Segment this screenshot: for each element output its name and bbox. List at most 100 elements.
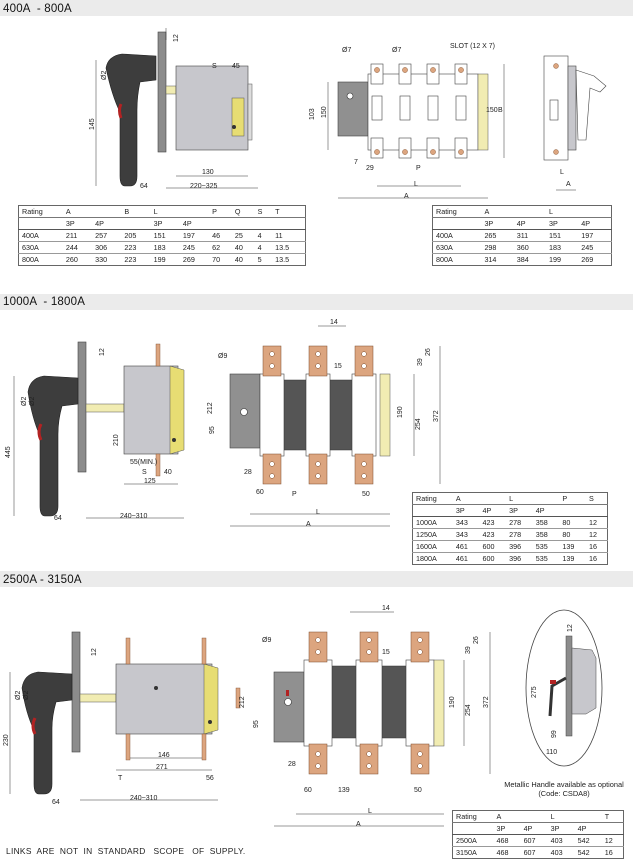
side-view-handle-2 (27, 341, 125, 517)
dim-190: 190 (449, 696, 456, 708)
dim-26a: 26 (425, 348, 432, 356)
th-rating: Rating (18, 205, 63, 218)
th-rating: Rating (432, 205, 482, 218)
dim-L2: L (560, 169, 564, 176)
dim-212: 212 (239, 696, 246, 708)
dim-254: 254 (465, 704, 472, 716)
dim-12: 12 (173, 34, 180, 42)
dim-39: 39 (417, 358, 424, 366)
dim-14: 14 (330, 319, 338, 326)
drawing-400-800: 12 S 45 Ø2 145 64 130 220~325 Ø (89, 28, 607, 200)
th-Q: Q (231, 205, 255, 218)
th-S: S (586, 492, 608, 505)
section-band-1 (0, 0, 633, 16)
front-view-2 (229, 345, 391, 485)
dim-146: 146 (158, 752, 170, 759)
th-T: T (272, 205, 306, 218)
th-P: P (559, 492, 586, 505)
dim-212: 212 (207, 402, 214, 414)
dim-12: 12 (91, 648, 98, 656)
th-L: L (546, 205, 612, 218)
th-A: A (481, 205, 546, 218)
dim-14: 14 (382, 605, 390, 612)
th-B: B (121, 205, 151, 218)
dim-45: 45 (232, 63, 240, 70)
metal-handle-detail (525, 609, 603, 767)
dim-15: 15 (382, 649, 390, 656)
dim-P: P (416, 165, 421, 172)
dim-190: 190 (397, 406, 404, 418)
side-view-body-2 (123, 343, 185, 477)
dim-A: A (404, 193, 409, 200)
dim-12: 12 (99, 348, 106, 356)
dim-12b: 12 (567, 624, 574, 632)
section-title-1000-1800: 1000A - 1800A (3, 296, 86, 308)
drawing-1000-1800: 12 Ø2 Ø2 445 210 55(MIN.) S 40 125 64 24… (5, 319, 441, 528)
dim-L: L (368, 808, 372, 815)
th-3P: 3P (153, 219, 163, 228)
dim-L: L (414, 181, 418, 188)
th-4P: 4P (182, 219, 192, 228)
dim-50: 50 (414, 787, 422, 794)
dim-60: 60 (304, 787, 312, 794)
th-3P: 3P (65, 219, 75, 228)
dim-dia-b: Ø2 (29, 397, 36, 406)
side-view-body-3 (115, 637, 241, 761)
dim-A2: A (566, 181, 571, 188)
dim-39: 39 (465, 646, 472, 654)
dim-A: A (306, 521, 311, 528)
dim-dia-a: Ø2 (21, 397, 28, 406)
dim-60: 60 (256, 489, 264, 496)
th-rating: Rating (412, 492, 453, 505)
dim-A: A (356, 821, 361, 828)
dim-50: 50 (362, 491, 370, 498)
dims-side-1: 12 S 45 Ø2 145 64 130 220~325 (89, 28, 258, 190)
side-view-body-1 (175, 65, 253, 151)
dim-28: 28 (244, 469, 252, 476)
dim-L: L (316, 509, 320, 516)
dim-hole: Ø9 (218, 353, 227, 360)
dim-S: S (142, 469, 147, 476)
th-S: S (254, 205, 273, 218)
dim-130: 130 (202, 169, 214, 176)
side-view-small-1 (543, 55, 607, 161)
dim-hole-2: Ø7 (392, 47, 401, 54)
dim-275: 275 (531, 686, 538, 698)
dim-P: P (292, 491, 297, 498)
front-view-1 (337, 63, 489, 159)
dim-110: 110 (546, 749, 557, 756)
dims-metal-handle: 12 275 99 110 (531, 624, 574, 756)
th-rating: Rating (452, 810, 494, 823)
th-L: L (547, 810, 602, 823)
dim-dia-a: Ø2 (15, 691, 22, 700)
dim-445: 445 (5, 446, 12, 458)
dim-139: 139 (338, 787, 350, 794)
drawing-2500-3150: 12 Ø2 Ø2 230 146 271 T 56 64 240~310 212 (3, 605, 603, 828)
dim-dia-b: Ø2 (23, 691, 30, 700)
dim-95: 95 (253, 720, 260, 728)
metal-handle-note: Metallic Handle available as optional (C… (504, 780, 624, 798)
dim-T: T (118, 775, 123, 782)
footer-note: LINKS ARE NOT IN STANDARD SCOPE OF SUPPL… (6, 846, 246, 856)
dim-372: 372 (433, 410, 440, 422)
dim-15: 15 (334, 363, 342, 370)
th-L: L (506, 492, 560, 505)
side-view-handle-1 (105, 31, 177, 187)
dim-99: 99 (551, 730, 558, 738)
dims-side-small-1: A L (556, 169, 576, 191)
th-L: L (150, 205, 210, 218)
dim-220-325: 220~325 (190, 183, 218, 190)
dim-95: 95 (209, 426, 216, 434)
th-P: P (209, 205, 232, 218)
th-A: A (493, 810, 548, 823)
dim-64: 64 (140, 183, 148, 190)
dim-40: 40 (164, 469, 172, 476)
